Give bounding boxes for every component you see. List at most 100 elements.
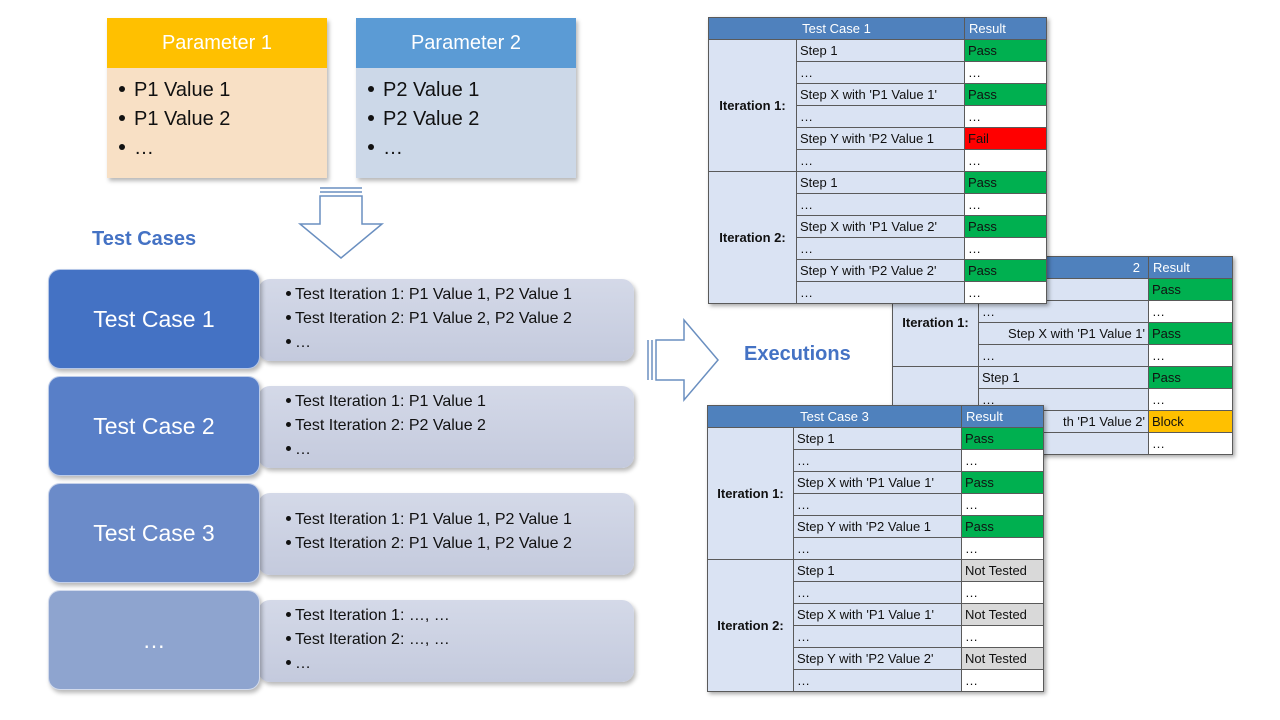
table-row: …… <box>709 105 1047 128</box>
execution-title: Test Case 1 <box>708 17 965 40</box>
list-item: Test Iteration 1: P1 Value 1, P2 Value 1 <box>286 283 634 307</box>
bullet-icon <box>368 85 374 92</box>
test-case-3-iterations: Test Iteration 1: P1 Value 1, P2 Value 1… <box>258 493 634 575</box>
step-cell: Step 1 <box>796 39 965 62</box>
step-cell: Step Y with 'P2 Value 1 <box>793 515 962 538</box>
test-cases-label: Test Cases <box>92 228 197 250</box>
result-cell: … <box>961 537 1044 560</box>
result-cell: … <box>1148 388 1234 411</box>
list-item: P2 Value 2 <box>366 105 576 134</box>
step-cell: … <box>793 581 962 604</box>
step-cell: … <box>793 625 962 648</box>
result-cell: Not Tested <box>961 559 1044 582</box>
step-cell: Step 1 <box>796 171 965 194</box>
table-row: …… <box>709 281 1047 304</box>
test-case-1-block: Test Case 1 <box>48 269 260 369</box>
table-row: Step Y with 'P2 Value 2'Not Tested <box>708 647 1044 670</box>
bullet-icon <box>119 143 125 150</box>
result-cell: Pass <box>964 83 1047 106</box>
bullet-icon <box>119 114 125 121</box>
step-cell: Step X with 'P1 Value 1' <box>793 603 962 626</box>
result-cell: … <box>964 237 1047 260</box>
test-case-more-iterations: Test Iteration 1: …, … Test Iteration 2:… <box>258 600 634 682</box>
result-cell: … <box>1148 300 1234 323</box>
table-row: Iteration 1:Step 1 Pass <box>708 39 1047 172</box>
list-item: Test Iteration 1: P1 Value 1 <box>286 390 634 414</box>
list-item: Test Iteration 1: P1 Value 1, P2 Value 1 <box>286 508 634 532</box>
step-cell: Step X with 'P1 Value 1' <box>977 322 1150 345</box>
result-cell: … <box>1148 344 1234 367</box>
step-cell: … <box>793 449 962 472</box>
list-item: … <box>366 134 576 163</box>
table-row: …… <box>709 61 1047 84</box>
step-cell: Step X with 'P1 Value 1' <box>793 471 962 494</box>
parameter-2-title: Parameter 2 <box>356 18 576 68</box>
result-column-header: Result <box>961 405 1044 428</box>
test-case-2-iterations: Test Iteration 1: P1 Value 1 Test Iterat… <box>258 386 634 468</box>
parameter-2-box: Parameter 2 P2 Value 1 P2 Value 2 … <box>356 18 576 178</box>
step-cell: … <box>796 281 965 304</box>
result-cell: … <box>1148 432 1234 455</box>
step-cell: … <box>793 537 962 560</box>
step-cell: Step X with 'P1 Value 1' <box>796 83 965 106</box>
step-cell: Step 1 <box>977 366 1150 389</box>
result-cell: … <box>961 493 1044 516</box>
step-cell: … <box>796 61 965 84</box>
result-cell: … <box>964 193 1047 216</box>
list-item: P1 Value 1 <box>117 76 327 105</box>
result-cell: Pass <box>961 471 1044 494</box>
list-item: P1 Value 2 <box>117 105 327 134</box>
table-row: …… <box>709 237 1047 260</box>
test-case-more-block: … <box>48 590 260 690</box>
result-cell: … <box>961 449 1044 472</box>
list-item: … <box>286 652 634 676</box>
right-arrow-icon <box>647 318 719 403</box>
result-cell: Pass <box>1148 322 1234 345</box>
result-cell: Pass <box>961 427 1044 450</box>
execution-title: Test Case 3 <box>707 405 962 428</box>
step-cell: Step Y with 'P2 Value 2' <box>793 647 962 670</box>
result-cell: Not Tested <box>961 603 1044 626</box>
bullet-icon <box>368 114 374 121</box>
step-cell: Step X with 'P1 Value 2' <box>796 215 965 238</box>
step-cell: … <box>796 193 965 216</box>
test-case-2-block: Test Case 2 <box>48 376 260 476</box>
result-cell: … <box>964 105 1047 128</box>
list-item: … <box>117 134 327 163</box>
step-cell: Step Y with 'P2 Value 2' <box>796 259 965 282</box>
step-cell: … <box>796 237 965 260</box>
test-case-3-block: Test Case 3 <box>48 483 260 583</box>
result-cell: Pass <box>961 515 1044 538</box>
step-cell: … <box>793 493 962 516</box>
result-cell: Not Tested <box>961 647 1044 670</box>
result-cell: … <box>964 149 1047 172</box>
step-cell: … <box>796 149 965 172</box>
bullet-icon <box>368 143 374 150</box>
parameter-1-box: Parameter 1 P1 Value 1 P1 Value 2 … <box>107 18 327 178</box>
list-item: Test Iteration 2: P1 Value 1, P2 Value 2 <box>286 532 634 556</box>
list-item: Test Iteration 1: …, … <box>286 604 634 628</box>
iteration-label: Iteration 1: <box>708 39 797 172</box>
iteration-label: Iteration 1: <box>707 427 794 560</box>
result-cell: Block <box>1148 410 1234 433</box>
step-cell: … <box>977 344 1150 367</box>
list-item: P2 Value 1 <box>366 76 576 105</box>
step-cell: … <box>796 105 965 128</box>
test-case-1-iterations: Test Iteration 1: P1 Value 1, P2 Value 1… <box>258 279 634 361</box>
bullet-icon <box>119 85 125 92</box>
step-cell: … <box>793 669 962 692</box>
step-cell: Step 1 <box>793 559 962 582</box>
step-cell: Step Y with 'P2 Value 1 <box>796 127 965 150</box>
table-row: Step X with 'P1 Value 1'Pass <box>709 83 1047 106</box>
table-row: Step X with 'P1 Value 1'Pass <box>708 471 1044 494</box>
table-row: …… <box>708 625 1044 648</box>
list-item: … <box>286 438 634 462</box>
